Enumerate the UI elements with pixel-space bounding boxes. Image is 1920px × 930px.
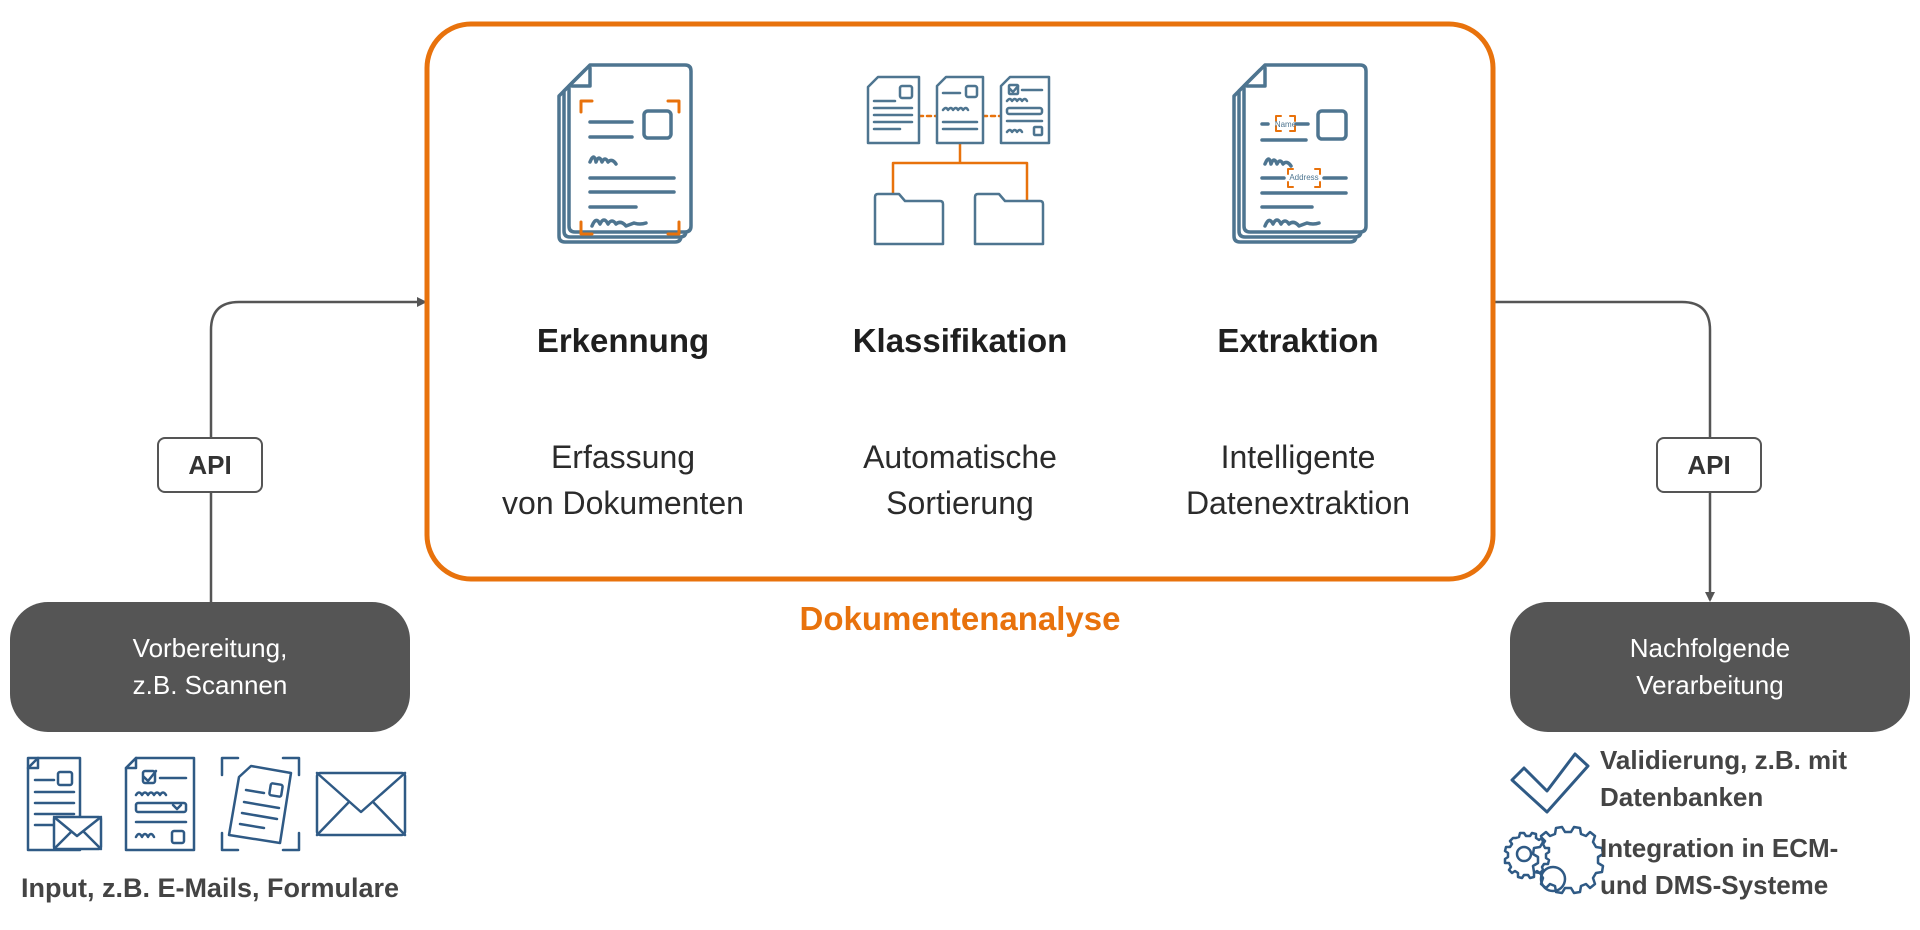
step-desc-line: von Dokumenten	[502, 485, 744, 521]
envelope-icon	[315, 771, 407, 837]
analysis-frame	[424, 21, 1496, 582]
analysis-label: Dokumentenanalyse	[799, 600, 1121, 637]
document-extraction-icon: Name Address	[1232, 63, 1368, 244]
tag-name-text: Name	[1275, 120, 1297, 129]
next-box-line: Nachfolgende	[1629, 633, 1791, 663]
step-desc-line: Datenextraktion	[1185, 485, 1411, 521]
step-desc-line: Intelligente	[1220, 439, 1376, 475]
next-item-line: Validierung, z.B. mit	[1600, 745, 1848, 775]
next-item-line: Integration in ECM-	[1600, 833, 1839, 863]
step-desc-erkennung: Erfassung von Dokumenten	[443, 434, 803, 526]
next-item-integration: Integration in ECM- und DMS-Systeme	[1600, 830, 1918, 904]
next-item-validation: Validierung, z.B. mit Datenbanken	[1600, 742, 1918, 816]
gear-icon	[1503, 825, 1605, 895]
step-desc-line: Automatische	[863, 439, 1057, 475]
api-badge-right: API	[1656, 437, 1762, 493]
next-item-line: Datenbanken	[1600, 782, 1764, 812]
scanned-document-icon	[220, 756, 301, 852]
document-envelope-icon	[26, 756, 103, 852]
step-title-klassifikation: Klassifikation	[852, 322, 1068, 359]
connector-right	[1493, 300, 1715, 602]
prep-box-line: Vorbereitung,	[132, 633, 288, 663]
step-desc-klassifikation: Automatische Sortierung	[780, 434, 1140, 526]
prep-box: Vorbereitung, z.B. Scannen	[10, 602, 410, 732]
next-processing-box: Nachfolgende Verarbeitung	[1510, 602, 1910, 732]
classification-folders-icon	[866, 75, 1051, 246]
next-item-line: und DMS-Systeme	[1600, 870, 1829, 900]
form-document-icon	[124, 756, 196, 852]
next-box-line: Verarbeitung	[1636, 670, 1784, 700]
step-title-extraktion: Extraktion	[1217, 322, 1379, 359]
checkmark-icon	[1510, 752, 1590, 814]
connector-left	[209, 297, 427, 604]
step-desc-line: Sortierung	[886, 485, 1034, 521]
input-caption: Input, z.B. E-Mails, Formulare	[20, 873, 400, 903]
document-scan-icon	[557, 63, 693, 244]
step-desc-extraktion: Intelligente Datenextraktion	[1118, 434, 1478, 526]
tag-address-text: Address	[1289, 173, 1318, 182]
step-title-erkennung: Erkennung	[536, 322, 710, 359]
step-desc-line: Erfassung	[550, 439, 696, 475]
api-badge-left: API	[157, 437, 263, 493]
prep-box-line: z.B. Scannen	[132, 670, 288, 700]
